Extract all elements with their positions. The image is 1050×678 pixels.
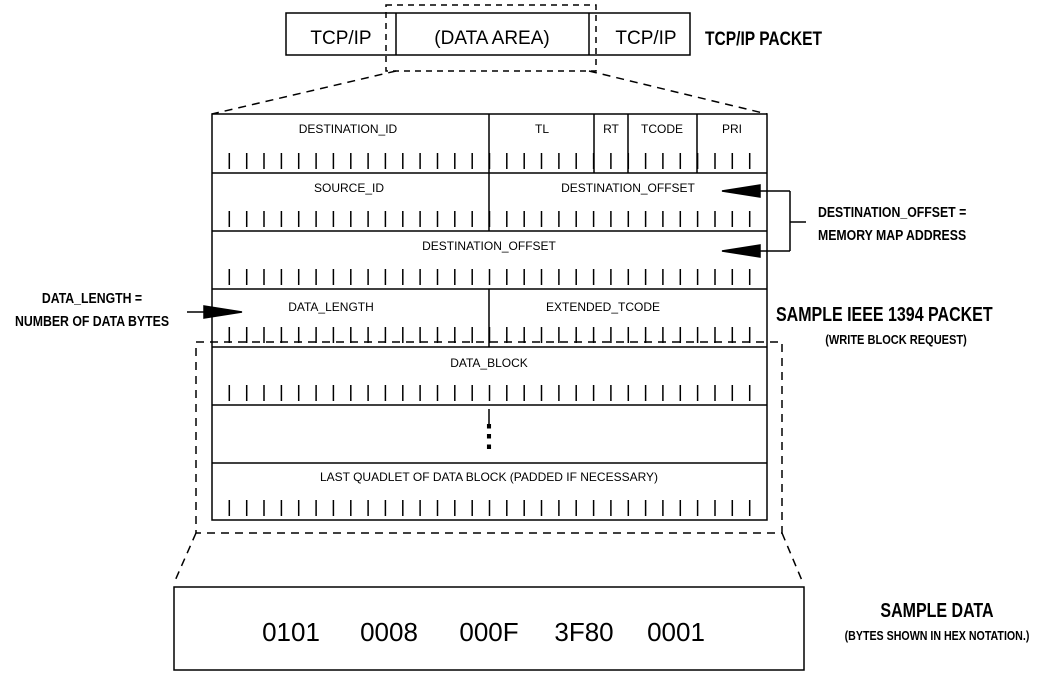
sample-data-byte: 000F <box>459 617 518 647</box>
note-data-length-line1: DATA_LENGTH = <box>42 290 142 306</box>
field-pri: PRI <box>722 122 742 136</box>
tcp-ip-packet <box>285 4 691 72</box>
field-rt: RT <box>603 122 619 136</box>
expansion-lines-bottom <box>173 532 804 584</box>
expansion-lines-top <box>211 70 768 115</box>
field-destination-id: DESTINATION_ID <box>299 122 398 136</box>
sample-data-subcaption: (BYTES SHOWN IN HEX NOTATION.) <box>845 628 1030 643</box>
arrow-destination-offset-low <box>721 244 761 258</box>
ieee-1394-packet <box>211 113 768 521</box>
ieee-packet-caption: SAMPLE IEEE 1394 PACKET <box>776 303 993 325</box>
arrows <box>187 184 806 319</box>
sample-data-byte: 0001 <box>647 617 705 647</box>
ieee-packet-subcaption: (WRITE BLOCK REQUEST) <box>825 332 967 347</box>
note-data-length-line2: NUMBER OF DATA BYTES <box>15 313 169 329</box>
bit-tick-marks <box>228 153 751 516</box>
data-area-dashed-outline <box>385 4 597 72</box>
field-destination-offset-low: DESTINATION_OFFSET <box>422 239 556 253</box>
arrow-data-length <box>203 305 243 319</box>
sample-data-caption: SAMPLE DATA <box>880 599 993 621</box>
field-tl: TL <box>535 122 549 136</box>
data-area-label: (DATA AREA) <box>434 28 549 49</box>
field-extended-tcode: EXTENDED_TCODE <box>546 300 660 314</box>
arrow-destination-offset-high <box>721 184 761 198</box>
field-data-block: DATA_BLOCK <box>450 356 528 370</box>
sample-data-box <box>173 586 805 671</box>
field-data-length: DATA_LENGTH <box>288 300 374 314</box>
tcp-ip-packet-caption: TCP/IP PACKET <box>705 28 822 50</box>
tcp-ip-left-header: TCP/IP <box>310 28 371 49</box>
sample-data-byte: 0101 <box>262 617 320 647</box>
note-destination-offset-line2: MEMORY MAP ADDRESS <box>818 227 966 243</box>
field-destination-offset-high: DESTINATION_OFFSET <box>561 181 695 195</box>
field-last-quadlet: LAST QUADLET OF DATA BLOCK (PADDED IF NE… <box>320 470 658 484</box>
field-ellipsis: ⋮ <box>474 420 504 453</box>
sample-data-bytes: 0101 0008 000F 3F80 0001 <box>262 617 705 647</box>
field-tcode: TCODE <box>641 122 683 136</box>
field-source-id: SOURCE_ID <box>314 181 384 195</box>
data-block-dashed-outline <box>195 341 783 534</box>
note-destination-offset-line1: DESTINATION_OFFSET = <box>818 204 966 220</box>
tcp-ip-packet-box <box>285 12 691 56</box>
sample-data-byte: 3F80 <box>554 617 613 647</box>
tcp-ip-right-header: TCP/IP <box>615 28 676 49</box>
sample-data-byte: 0008 <box>360 617 418 647</box>
